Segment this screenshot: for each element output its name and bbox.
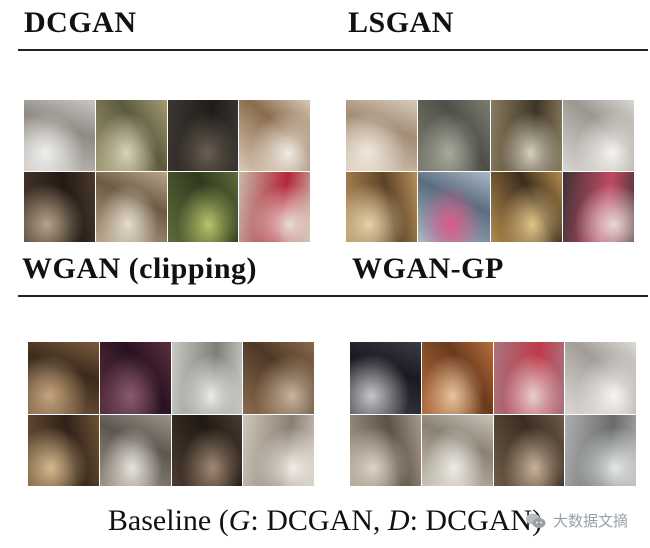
sample-image [167, 100, 239, 171]
sample-image [421, 342, 493, 414]
sample-image [493, 414, 565, 486]
sample-image [239, 171, 310, 242]
sample-image [171, 414, 243, 486]
sample-grid-lsgan [346, 100, 634, 242]
middle-rule [18, 295, 648, 297]
sample-grid-wgan-gp [350, 342, 636, 486]
top-rule [18, 49, 648, 51]
sample-image [350, 414, 421, 486]
panel-title-wgan-clipping: WGAN (clipping) [22, 252, 258, 285]
watermark-text: 大数据文摘 [552, 512, 628, 530]
sample-image [418, 171, 490, 242]
sample-image [421, 414, 493, 486]
watermark: 大数据文摘 [525, 510, 628, 531]
sample-image [28, 342, 99, 414]
sample-image [28, 414, 99, 486]
sample-image [95, 100, 167, 171]
sample-image [562, 171, 634, 242]
figure-caption: Baseline (G: DCGAN, D: DCGAN) [0, 504, 650, 538]
sample-image [243, 342, 314, 414]
sample-image [565, 342, 636, 414]
sample-image [565, 414, 636, 486]
sample-image [562, 100, 634, 171]
sample-image [346, 100, 418, 171]
sample-image [346, 171, 418, 242]
panel-title-lsgan: LSGAN [348, 6, 454, 39]
caption-d-variable: D [387, 504, 410, 537]
sample-image [24, 100, 95, 171]
caption-g-value: : DCGAN, [250, 504, 388, 537]
sample-image [418, 100, 490, 171]
sample-image [490, 171, 562, 242]
sample-image [95, 171, 167, 242]
sample-image [350, 342, 421, 414]
wechat-icon [525, 513, 546, 528]
sample-image [99, 414, 171, 486]
sample-image [239, 100, 310, 171]
caption-d-value: : DCGAN) [409, 504, 543, 537]
panel-title-wgan-gp: WGAN-GP [352, 252, 504, 285]
sample-image [24, 171, 95, 242]
sample-image [243, 414, 314, 486]
panel-title-dcgan: DCGAN [24, 6, 137, 39]
sample-image [490, 100, 562, 171]
sample-grid-wgan-clipping [28, 342, 314, 486]
sample-image [167, 171, 239, 242]
sample-image [493, 342, 565, 414]
caption-prefix: Baseline ( [107, 504, 229, 537]
caption-g-variable: G [228, 504, 251, 537]
sample-grid-dcgan [24, 100, 310, 242]
sample-image [99, 342, 171, 414]
sample-image [171, 342, 243, 414]
